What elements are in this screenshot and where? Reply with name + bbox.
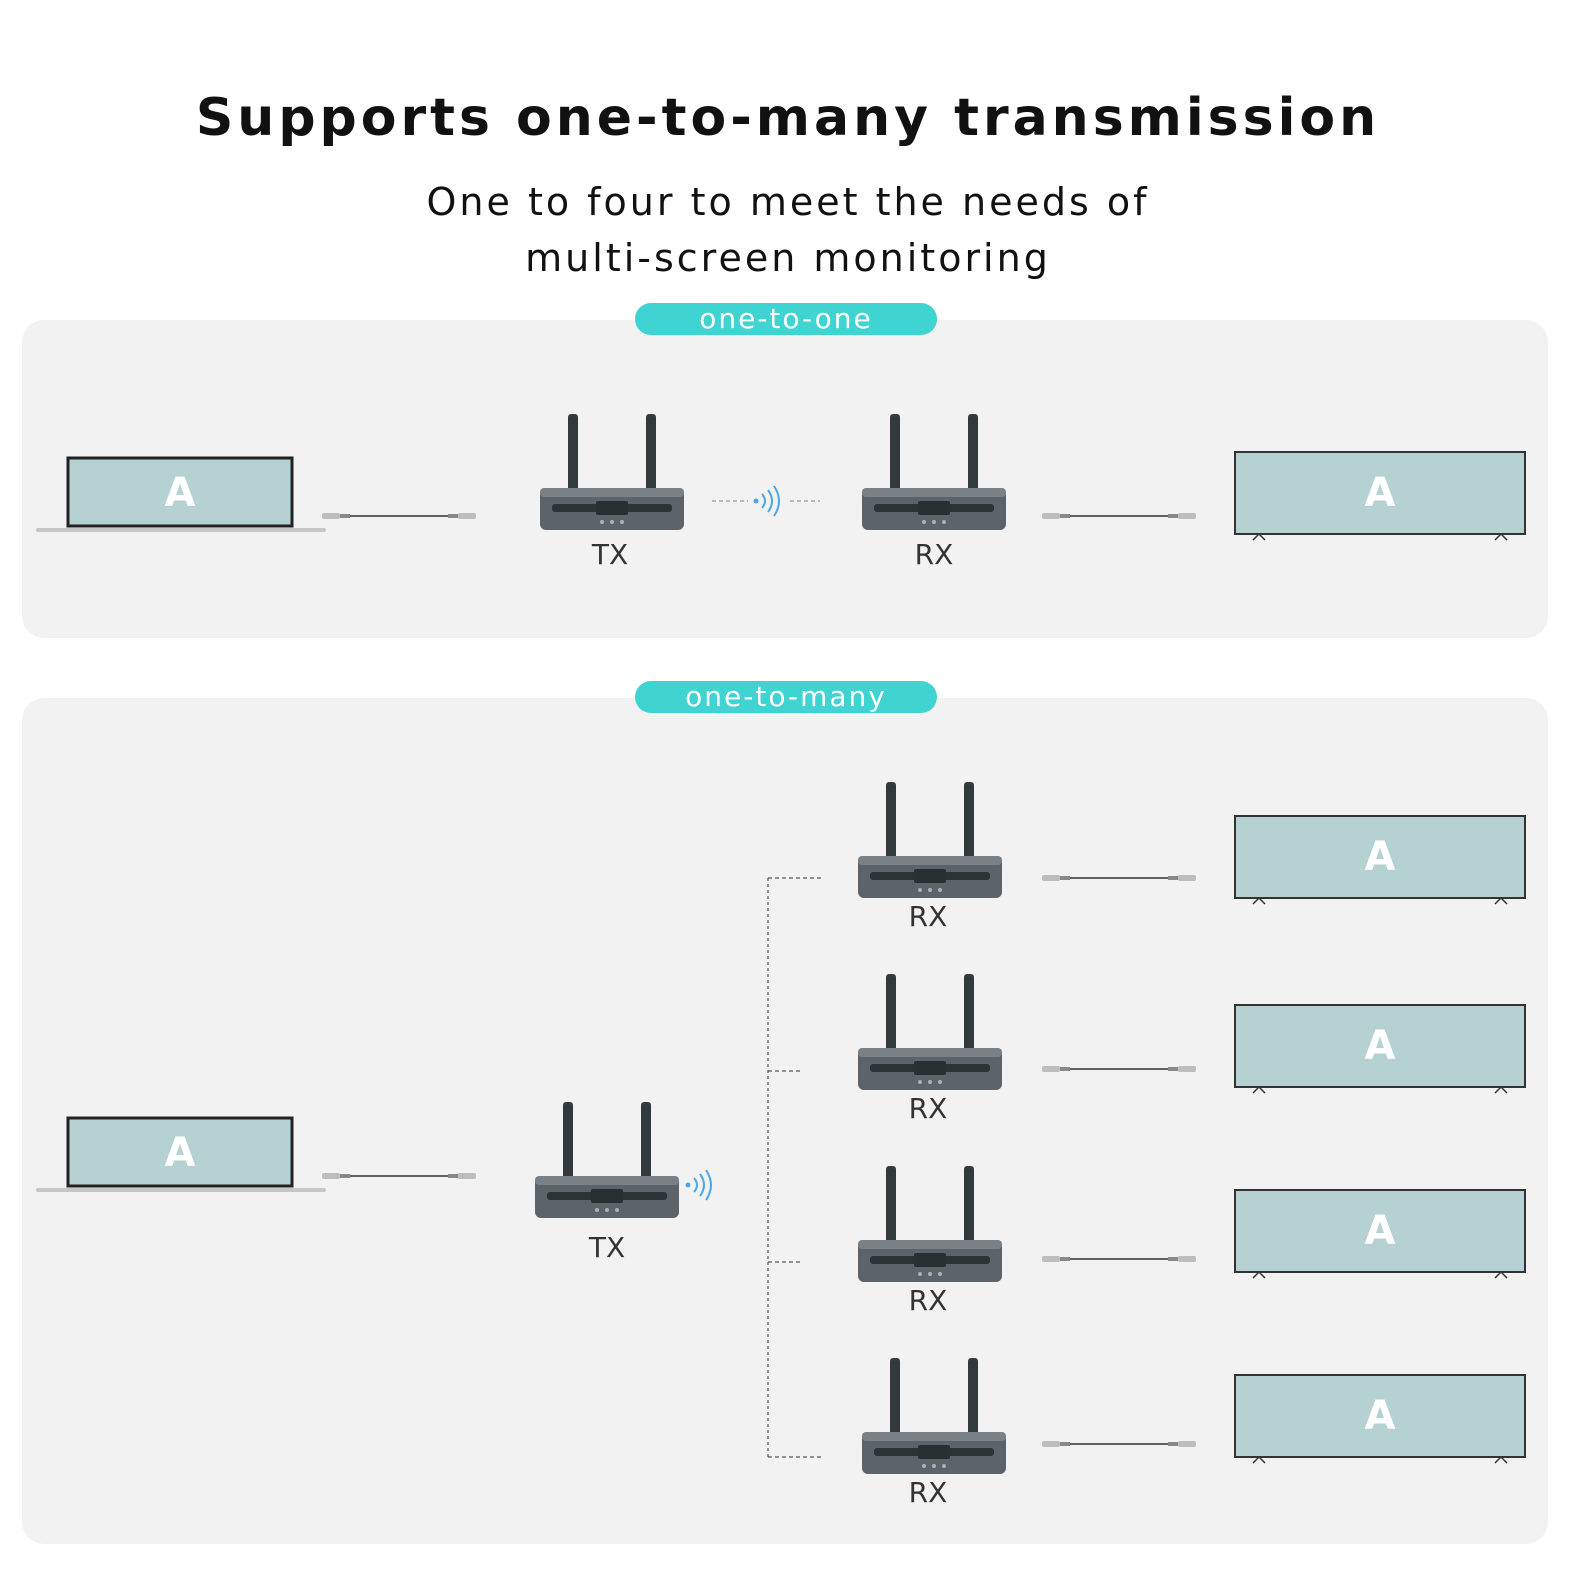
cable-rx-to-tv (1041, 1440, 1197, 1448)
tv-screen-letter: A (1364, 1208, 1396, 1254)
tx-label: TX (588, 1231, 626, 1264)
one-to-many-pill: one-to-many (635, 681, 937, 713)
laptop-screen-letter: A (164, 1130, 196, 1176)
rx-label: RX (908, 1284, 948, 1317)
rx-label: RX (914, 538, 954, 571)
cable-rx-to-tv (1041, 874, 1197, 882)
tv-screen-letter: A (1364, 470, 1396, 516)
cable-laptop-to-tx (321, 1172, 477, 1180)
transmitter-device (535, 1102, 679, 1218)
tv-screen-letter: A (1364, 834, 1396, 880)
tx-label: TX (591, 538, 629, 571)
cable-rx-to-tv (1041, 1255, 1197, 1263)
tv-screen-letter: A (1364, 1023, 1396, 1069)
cable-rx-to-tv (1041, 1065, 1197, 1073)
page-title: Supports one-to-many transmission (195, 88, 1381, 148)
receiver-device (862, 414, 1006, 530)
rx-label: RX (908, 1476, 948, 1509)
receiver-device (858, 974, 1002, 1090)
cable-rx-to-tv (1041, 512, 1197, 520)
receiver-device (858, 1166, 1002, 1282)
laptop-screen-letter: A (164, 470, 196, 516)
transmitter-device (540, 414, 684, 530)
cable-laptop-to-tx (321, 512, 477, 520)
subtitle-line-1: One to four to meet the needs of (426, 180, 1150, 224)
rx-label: RX (908, 1092, 948, 1125)
wireless-signal-icon (752, 485, 780, 517)
distribution-bracket (767, 877, 822, 1458)
receiver-device (862, 1358, 1006, 1474)
one-to-one-pill: one-to-one (635, 303, 937, 335)
wireless-signal-icon (684, 1169, 712, 1201)
rx-label: RX (908, 900, 948, 933)
subtitle-line-2: multi-screen monitoring (525, 236, 1051, 280)
tv-screen-letter: A (1364, 1393, 1396, 1439)
receiver-device (858, 782, 1002, 898)
